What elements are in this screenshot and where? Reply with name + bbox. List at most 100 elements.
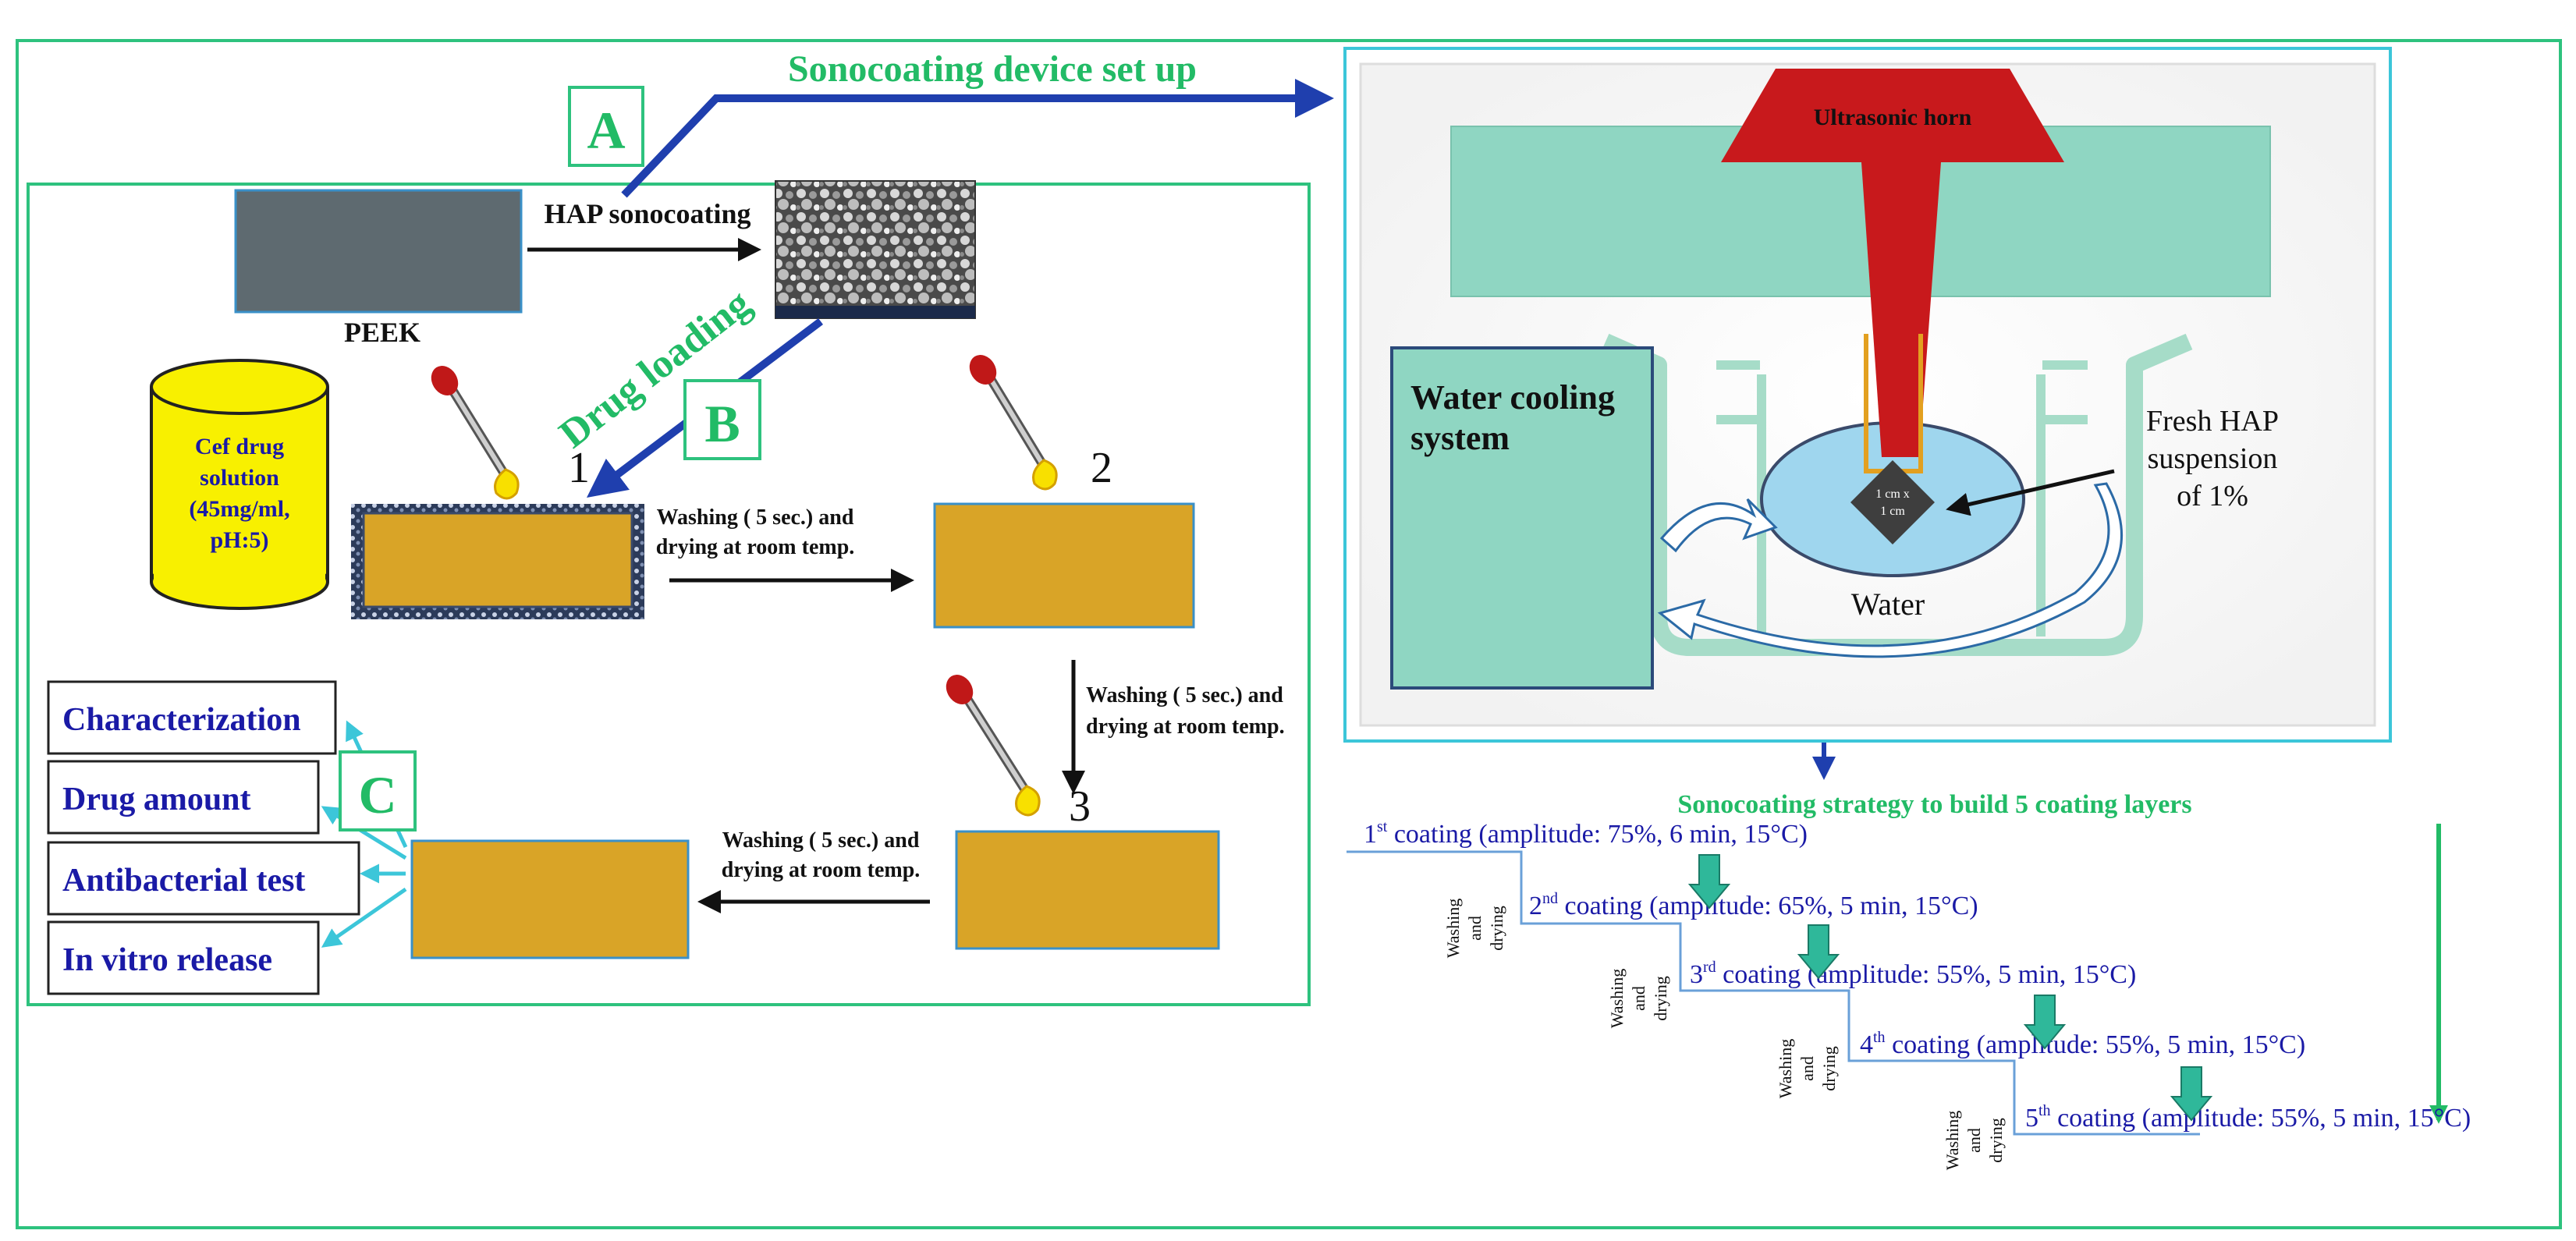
test-characterization-box: [47, 680, 337, 755]
test-arrow: [321, 887, 407, 948]
test-arrow: [321, 806, 407, 860]
svg-text:and: and: [1964, 1128, 1984, 1153]
peek-label: PEEK: [344, 317, 420, 348]
test-antibacterial-box: [47, 841, 360, 916]
wash-dry-label: Washing and drying: [1943, 1111, 2006, 1170]
water-cooling-system: [1390, 346, 1654, 690]
coating-2: 2nd coating (amplitude: 65%, 5 min, 15°C…: [1529, 890, 1978, 920]
label-a: A: [587, 101, 625, 160]
sample-line2: 1 cm: [1880, 505, 1905, 518]
svg-text:Washing: Washing: [1776, 1039, 1795, 1098]
label-c: C: [358, 765, 396, 824]
coating-1-ordinal: 1: [1364, 820, 1377, 849]
drug-sample-3: [955, 830, 1220, 950]
wash3-line1: Washing ( 5 sec.) and: [722, 828, 920, 853]
label-b: B: [704, 394, 740, 453]
coating-down-arrow: [2170, 1066, 2213, 1122]
wash-dry-label: Washing and drying: [1607, 969, 1670, 1028]
cef-drug-cylinder: [150, 359, 329, 610]
svg-text:drying: drying: [1487, 906, 1506, 950]
svg-text:Washing: Washing: [1443, 899, 1463, 958]
coating-2-suffix: nd: [1542, 890, 1558, 907]
coating-2-text: coating (amplitude: 65%, 5 min, 15°C): [1558, 892, 1978, 920]
coating-1-text: coating (amplitude: 75%, 6 min, 15°C): [1387, 820, 1808, 849]
wash3-line2: drying at room temp.: [722, 858, 921, 882]
svg-text:and: and: [1629, 986, 1648, 1011]
label-b-box: [683, 379, 761, 460]
coating-down-arrow: [1687, 854, 1731, 909]
device-setup-title: Sonocoating device set up: [788, 48, 1197, 90]
coating-5-suffix: th: [2038, 1102, 2051, 1119]
coating-2-ordinal: 2: [1529, 892, 1542, 920]
test-antibacterial: Antibacterial test: [62, 863, 305, 899]
svg-text:and: and: [1797, 1056, 1817, 1081]
outer-frame: [16, 39, 2562, 1229]
test-drug-amount-box: [47, 760, 320, 835]
hap-sonocoating-label: HAP sonocoating: [544, 198, 750, 229]
cef-line1: Cef drug: [195, 434, 284, 459]
coating-4-suffix: th: [1873, 1029, 1886, 1046]
cef-line4: pH:5): [211, 527, 269, 553]
ultrasonic-horn: [1721, 69, 2064, 162]
coolant-return-arrow: [1657, 482, 2123, 658]
wash-dry-label: Washing and drying: [1443, 899, 1506, 958]
coating-step-line: [1347, 850, 2200, 1136]
coating-3-ordinal: 3: [1690, 960, 1703, 989]
drug-sample-1: [362, 512, 633, 608]
svg-text:drying: drying: [1651, 976, 1670, 1020]
wash2-line1: Washing ( 5 sec.) and: [1086, 683, 1283, 707]
pipette-icon: [431, 366, 520, 500]
svg-text:Washing: Washing: [1607, 969, 1627, 1028]
coating-3-text: coating (amplitude: 55%, 5 min, 15°C): [1716, 960, 2137, 989]
svg-text:drying: drying: [1986, 1118, 2006, 1162]
step-2-number: 2: [1091, 444, 1112, 492]
test-in-vitro: In vitro release: [62, 942, 272, 978]
pipette-icon: [969, 355, 1058, 491]
wash-dry-label: Washing and drying: [1776, 1039, 1839, 1098]
drug-sample-2: [933, 502, 1195, 629]
cef-line2: solution: [200, 465, 279, 491]
water-cooling-line2: system: [1410, 419, 1510, 457]
cef-line3: (45mg/ml,: [189, 496, 289, 522]
coating-1: 1st coating (amplitude: 75%, 6 min, 15°C…: [1364, 818, 1808, 849]
test-drug-amount: Drug amount: [62, 782, 251, 817]
fresh-hap-line3: of 1%: [2177, 480, 2248, 512]
svg-text:drying: drying: [1819, 1046, 1839, 1090]
coolant-flow-arrow: [1659, 498, 1778, 553]
test-in-vitro-box: [47, 920, 320, 995]
device-panel-outer: [1343, 47, 2392, 743]
ultrasonic-horn-label: Ultrasonic horn: [1814, 105, 1972, 130]
coating-4: 4th coating (amplitude: 55%, 5 min, 15°C…: [1860, 1029, 2305, 1059]
svg-text:and: and: [1465, 916, 1485, 941]
water-cooling-line1: Water cooling: [1410, 378, 1615, 417]
step-1-number: 1: [568, 444, 590, 492]
fresh-hap-pointer: [1946, 469, 2115, 516]
coating-4-ordinal: 4: [1860, 1030, 1873, 1059]
fresh-hap-line2: suspension: [2148, 442, 2278, 475]
water-label: Water: [1851, 587, 1925, 622]
label-c-box: [339, 750, 417, 831]
device-setup-arrow: [621, 79, 1334, 198]
coating-5-text: coating (amplitude: 55%, 5 min, 15°C): [2051, 1104, 2471, 1133]
label-a-box: [568, 86, 644, 167]
sem-coated-surface: [775, 180, 976, 319]
wash2-line2: drying at room temp.: [1086, 714, 1285, 739]
coating-4-text: coating (amplitude: 55%, 5 min, 15°C): [1886, 1030, 2306, 1059]
coating-1-suffix: st: [1377, 818, 1388, 835]
svg-text:Washing: Washing: [1943, 1111, 1962, 1170]
pipette-icon: [946, 675, 1041, 817]
peek-substrate: [234, 189, 523, 314]
strategy-title: Sonocoating strategy to build 5 coating …: [1677, 790, 2191, 819]
wash1-line1: Washing ( 5 sec.) and: [657, 505, 854, 530]
sem-scale-bar: [775, 306, 975, 318]
drug-sample-final: [410, 839, 690, 959]
fresh-hap-line1: Fresh HAP: [2146, 405, 2279, 438]
coating-down-arrow: [2023, 995, 2067, 1050]
sample-square: [1850, 460, 1935, 544]
step-3-number: 3: [1069, 782, 1091, 831]
coating-down-arrow: [1797, 924, 1840, 980]
coating-5-ordinal: 5: [2025, 1104, 2038, 1133]
coating-3-suffix: rd: [1703, 959, 1716, 976]
left-panel-frame: [27, 183, 1311, 1006]
